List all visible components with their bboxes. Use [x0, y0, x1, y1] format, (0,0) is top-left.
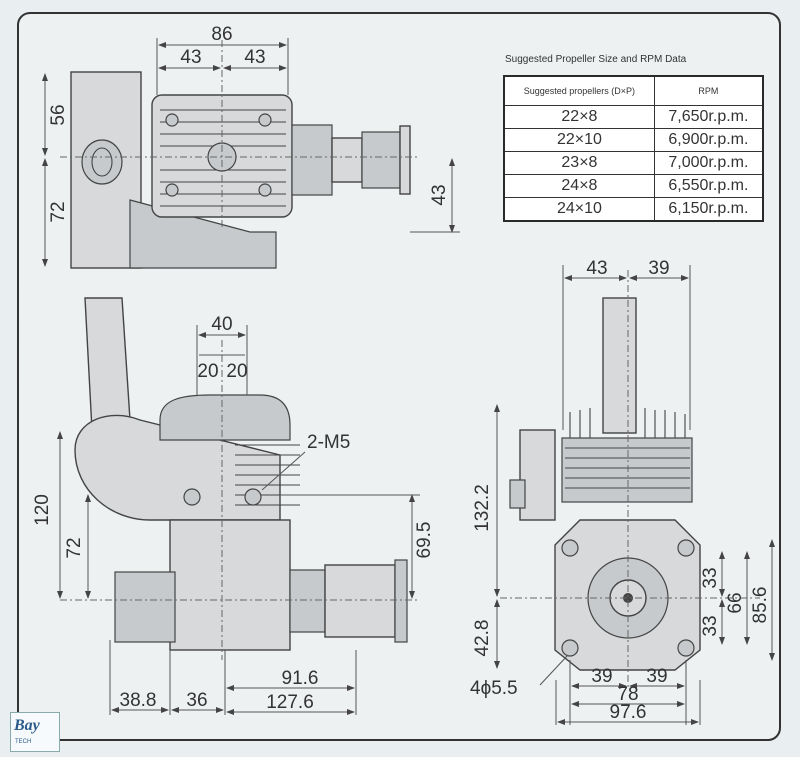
front-view-ignition: [519, 429, 556, 521]
front-view-cylinder: [561, 437, 693, 503]
side-view: 40 20 20 2-M5 120 72 69.5 38.8 36 91.6 1…: [32, 297, 435, 715]
header-rpm: RPM: [653, 75, 764, 106]
logo-subtext: TECH: [15, 739, 32, 745]
top-view-carburetor: [81, 139, 123, 185]
cell-rpm: 7,650r.p.m.: [653, 105, 764, 129]
dim-side-91-6: 91.6: [282, 668, 319, 689]
dim-top-86: 86: [211, 24, 232, 45]
cell-rpm: 6,150r.p.m.: [653, 197, 764, 222]
dim-top-56: 56: [48, 104, 69, 125]
dim-top-43-left: 43: [180, 47, 201, 68]
cell-rpm: 7,000r.p.m.: [653, 151, 764, 175]
dim-top-shaft-43: 43: [429, 184, 450, 205]
table-row: 24×10 6,150r.p.m.: [503, 197, 764, 222]
cell-propeller: 24×10: [503, 197, 655, 222]
label-4-holes: 4ϕ5.5: [470, 678, 518, 699]
top-view-prop-hub: [361, 131, 401, 189]
front-view-exhaust: [602, 297, 637, 434]
dim-side-127-6: 127.6: [266, 692, 314, 713]
side-view-prop-hub: [324, 564, 396, 638]
cell-rpm: 6,900r.p.m.: [653, 128, 764, 152]
label-2-m5: 2-M5: [307, 432, 350, 453]
dim-side-20-left: 20: [197, 361, 218, 382]
bay-tech-logo: Bay TECH: [10, 712, 60, 752]
dim-front-78: 78: [617, 684, 638, 705]
side-view-head: [159, 394, 291, 441]
dim-side-72: 72: [64, 537, 85, 558]
dim-top-43-right: 43: [244, 47, 265, 68]
dim-front-33-upper: 33: [700, 567, 721, 588]
table-row: 24×8 6,550r.p.m.: [503, 174, 764, 198]
dim-front-39-left: 39: [591, 666, 612, 687]
dim-front-43: 43: [586, 258, 607, 279]
dim-side-36: 36: [186, 690, 207, 711]
dim-top-72: 72: [48, 201, 69, 222]
top-view-crankcase: [291, 124, 333, 196]
dim-side-120: 120: [32, 494, 53, 526]
dim-side-20-right: 20: [226, 361, 247, 382]
cell-rpm: 6,550r.p.m.: [653, 174, 764, 198]
dim-side-38-8: 38.8: [120, 690, 157, 711]
cell-propeller: 22×10: [503, 128, 655, 152]
cell-propeller: 24×8: [503, 174, 655, 198]
side-view-exhaust: [84, 297, 131, 431]
dim-side-40: 40: [211, 314, 232, 335]
table-row: 22×8 7,650r.p.m.: [503, 105, 764, 129]
header-propeller: Suggested propellers (D×P): [503, 75, 655, 106]
dim-front-39-right: 39: [646, 666, 667, 687]
table-row: 23×8 7,000r.p.m.: [503, 151, 764, 175]
top-view: 86 43 43 56 72 43: [42, 24, 460, 269]
dim-front-33-lower: 33: [700, 615, 721, 636]
cell-propeller: 23×8: [503, 151, 655, 175]
dim-front-42-8: 42.8: [472, 620, 493, 657]
dim-front-85-6: 85.6: [750, 587, 771, 624]
side-view-carburetor: [114, 571, 176, 643]
top-view-fins: [160, 109, 286, 207]
dim-front-66: 66: [725, 592, 746, 613]
propeller-rpm-table: Suggested propellers (D×P) RPM 22×8 7,65…: [503, 75, 764, 222]
dim-side-69-5: 69.5: [414, 522, 435, 559]
table-row: 22×10 6,900r.p.m.: [503, 128, 764, 152]
side-view-crankcase: [169, 519, 291, 651]
dim-front-39: 39: [648, 258, 669, 279]
dim-front-132-2: 132.2: [472, 484, 493, 532]
dim-front-97-6: 97.6: [610, 702, 647, 723]
logo-text: Bay: [14, 717, 40, 734]
front-view: 43 39 132.2 42.8 33 33 66 85.6 4ϕ5.5 39 …: [470, 258, 775, 725]
table-title: Suggested Propeller Size and RPM Data: [505, 54, 687, 65]
table-header-row: Suggested propellers (D×P) RPM: [503, 75, 764, 106]
cell-propeller: 22×8: [503, 105, 655, 129]
front-view-fins: [569, 408, 686, 440]
